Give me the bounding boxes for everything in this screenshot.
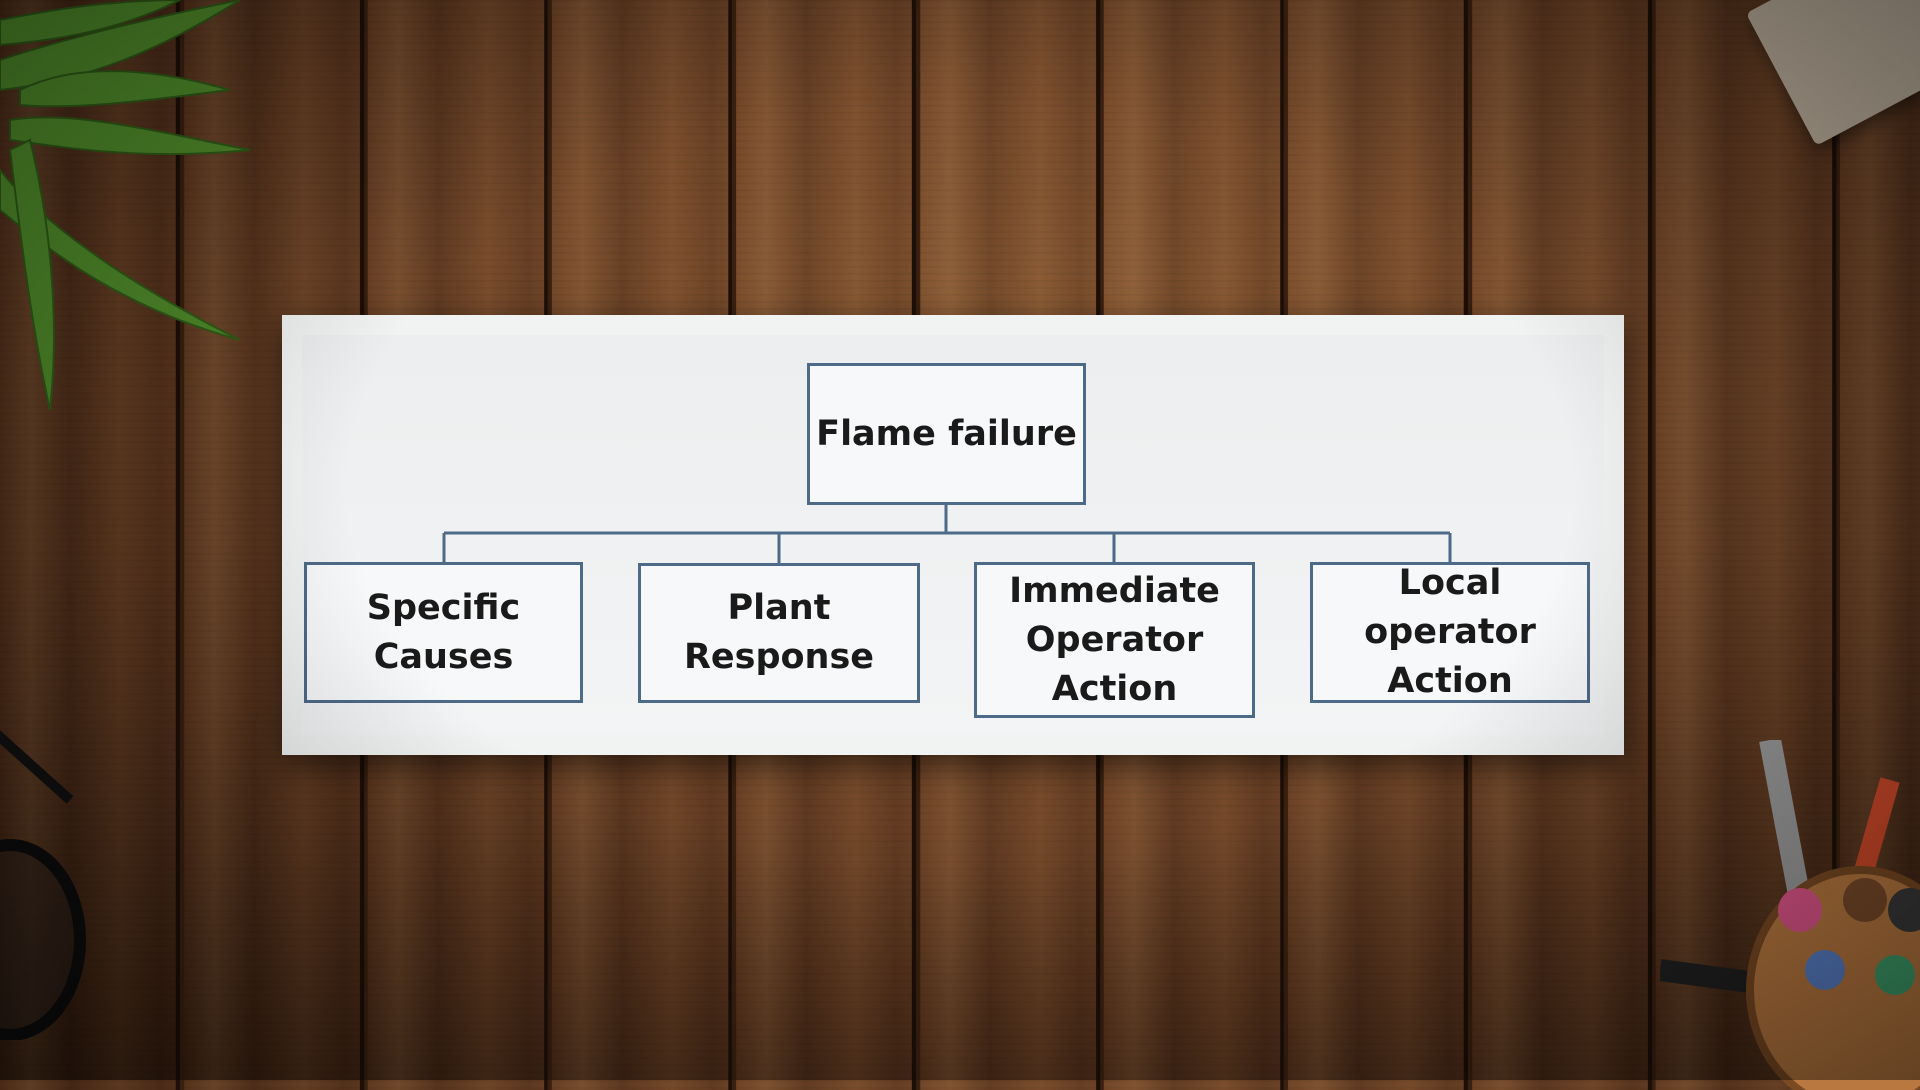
- connector-lines: [442, 505, 1452, 563]
- eyeglasses: [0, 730, 86, 1040]
- node-specific-causes: Specific Causes: [304, 562, 583, 703]
- node-immediate-operator-action: Immediate Operator Action: [974, 562, 1255, 718]
- potted-plant-leaves: [0, 0, 251, 411]
- pencil-cup: [1660, 740, 1920, 1090]
- node-flame-failure: Flame failure: [807, 363, 1086, 505]
- node-local-operator-action: Local operator Action: [1310, 562, 1590, 703]
- notebook-corner: [1745, 0, 1920, 146]
- diagram-slide: Flame failure Specific Causes Plant Resp…: [282, 315, 1624, 755]
- node-plant-response: Plant Response: [638, 563, 920, 703]
